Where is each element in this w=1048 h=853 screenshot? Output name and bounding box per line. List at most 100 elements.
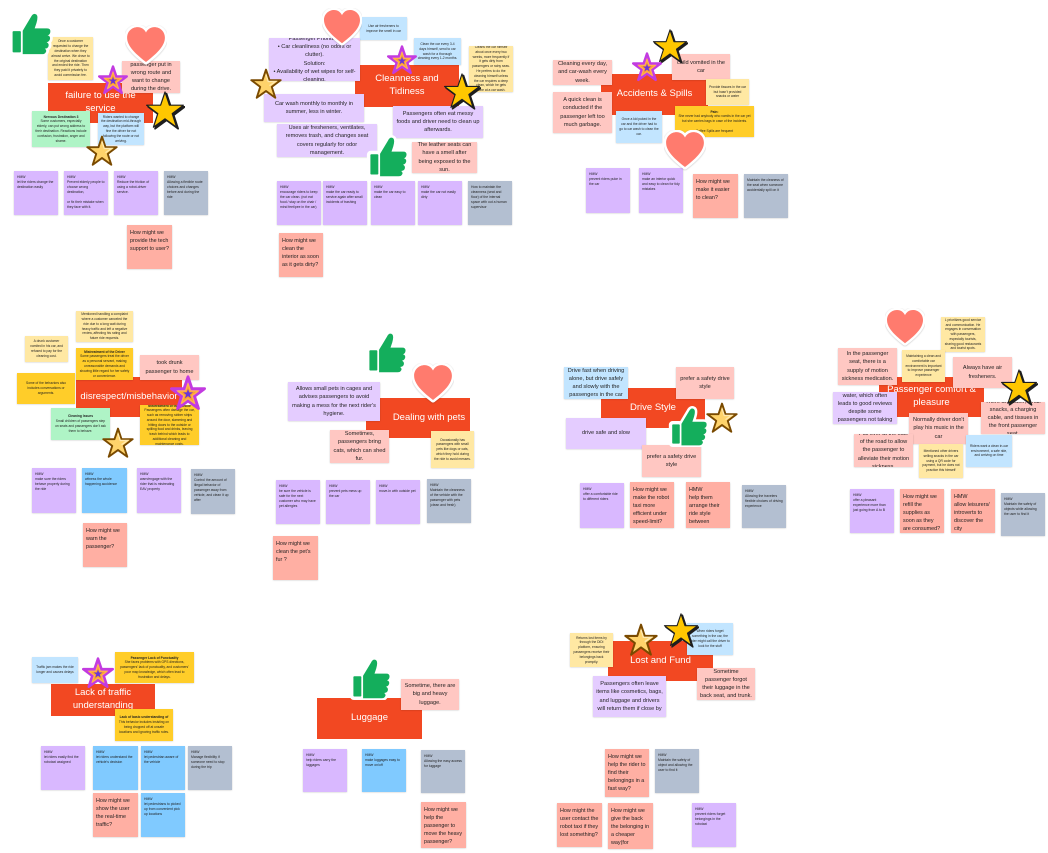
sticky-note[interactable]: Drive fast when driving alone, but drive… bbox=[564, 367, 628, 399]
hmw-sticky-note[interactable]: HMW make the car not easily dirty bbox=[418, 181, 462, 225]
sticky-note[interactable]: Cleaning every day, and car-wash every w… bbox=[553, 60, 612, 85]
sticky-note[interactable]: Uses air fresheners, ventilates, removes… bbox=[277, 124, 377, 157]
hmw-sticky-note[interactable]: HMW Manage flexibility if someone need t… bbox=[188, 746, 232, 790]
hmw-sticky-note[interactable]: How might we make it easier to clean? bbox=[693, 174, 738, 218]
sticky-note[interactable]: drive safe and slow bbox=[566, 418, 646, 449]
hmw-sticky-note[interactable]: HMW let the riders change the destinatio… bbox=[14, 171, 58, 215]
hmw-sticky-note[interactable]: HMW be sure the vehicle is safe for the … bbox=[276, 480, 320, 524]
sticky-note[interactable]: Offers free bottled water, which often l… bbox=[833, 392, 897, 424]
sticky-note[interactable]: The leather seats can have a smell after… bbox=[412, 142, 477, 173]
pale-star-icon[interactable] bbox=[250, 68, 282, 100]
gold-star-icon[interactable] bbox=[1000, 368, 1038, 406]
sticky-note[interactable]: Car wash monthly to monthly in summer, l… bbox=[264, 94, 364, 122]
sticky-note[interactable]: Use air fresheners to improve the smell … bbox=[360, 17, 407, 40]
sticky-note[interactable]: took drunk passenger to home bbox=[140, 355, 199, 380]
sticky-note[interactable]: Passengers often leave items like cosmet… bbox=[593, 676, 666, 717]
sticky-note[interactable]: Occasionally has passengers with small p… bbox=[431, 431, 474, 468]
heart-icon[interactable] bbox=[125, 25, 167, 67]
hmw-sticky-note[interactable]: HMW encourage riders to keep the car cle… bbox=[277, 181, 321, 225]
sticky-note[interactable]: Riders wanted to change the destination … bbox=[98, 113, 144, 145]
sticky-note[interactable]: Riders want a clean in-car environment, … bbox=[966, 435, 1012, 467]
hmw-sticky-note[interactable]: HMW make the car ready to service again … bbox=[323, 181, 367, 225]
sticky-note[interactable]: Returns lost items by through the DiDi p… bbox=[570, 633, 613, 667]
hmw-sticky-note[interactable]: How might we show the user the real-time… bbox=[93, 793, 138, 837]
sticky-note[interactable]: Sometimes, passengers bring cats, which … bbox=[330, 430, 389, 463]
heart-icon[interactable] bbox=[322, 8, 362, 48]
gold-star-icon[interactable] bbox=[663, 612, 699, 648]
hmw-sticky-note[interactable]: HMW Control the amount of illegal behavi… bbox=[191, 469, 235, 514]
hmw-sticky-note[interactable]: HMW prevent riders forget belongings in … bbox=[692, 803, 736, 847]
sticky-note[interactable]: Once a customer requested to change the … bbox=[48, 37, 93, 80]
hmw-sticky-note[interactable]: How might we help the rider to find thei… bbox=[605, 749, 649, 797]
hmw-sticky-note[interactable]: How might we refill the supplies as soon… bbox=[900, 489, 944, 533]
thumbs-up-icon[interactable] bbox=[366, 134, 410, 178]
sticky-note[interactable]: Sometime passenger forgot their luggage … bbox=[697, 668, 755, 700]
hmw-sticky-note[interactable]: HMW let pedestrian aware of the vehicle bbox=[141, 746, 185, 790]
hmw-sticky-note[interactable]: HMW Allowing the easy access for luggage bbox=[421, 750, 465, 793]
sticky-note[interactable]: Once a kid puked in the car and the driv… bbox=[616, 111, 662, 143]
hmw-sticky-note[interactable]: HMW let riders understand the vehicle's … bbox=[93, 746, 138, 790]
hmw-sticky-note[interactable]: How might we clean the interior as soon … bbox=[279, 233, 323, 277]
hmw-sticky-note[interactable]: HMW help riders carry the luggages bbox=[303, 749, 347, 792]
sticky-note[interactable]: Sometime, there are big and heavy luggag… bbox=[401, 679, 459, 710]
hmw-sticky-note[interactable]: HMW Maintain the safety of objects while… bbox=[1001, 493, 1045, 536]
purple-star-icon[interactable] bbox=[170, 375, 206, 411]
hmw-sticky-note[interactable]: HMW warn/engage with the rider that is m… bbox=[137, 468, 181, 513]
sticky-note[interactable]: Cleans the car himself about once every … bbox=[469, 46, 513, 92]
hmw-sticky-note[interactable]: HMW prevent riders puke in the car bbox=[586, 168, 630, 213]
sticky-note[interactable]: Allows small pets in cages and advises p… bbox=[288, 382, 380, 421]
pale-star-icon[interactable] bbox=[624, 623, 658, 657]
hmw-sticky-note[interactable]: HMW make the car easy to clean bbox=[371, 181, 415, 225]
cluster-title[interactable]: Cleanness and Tidiness bbox=[355, 65, 459, 107]
thumbs-up-icon[interactable] bbox=[349, 656, 393, 700]
sticky-note[interactable]: A drunk customer vomited in his car, and… bbox=[25, 336, 68, 362]
hmw-sticky-note[interactable]: HMW make luggages easy to move on/off bbox=[362, 749, 406, 792]
sticky-note[interactable]: There are water, small snacks, a chargin… bbox=[981, 402, 1045, 434]
sticky-note[interactable]: Traffic jam makes the ride longer and ca… bbox=[32, 657, 78, 683]
hmw-sticky-note[interactable]: HMW Allowing a flexible route choices an… bbox=[164, 171, 208, 215]
thumbs-up-icon[interactable] bbox=[668, 405, 710, 447]
sticky-note[interactable]: Some of the behaviors also includes conv… bbox=[17, 373, 75, 404]
gold-star-icon[interactable] bbox=[443, 72, 481, 110]
hmw-sticky-note[interactable]: HMW prevent pets mess up the car bbox=[326, 480, 370, 524]
pale-star-icon[interactable] bbox=[86, 135, 118, 167]
sticky-note[interactable]: When riders forget something in the car,… bbox=[687, 623, 733, 655]
hmw-sticky-note[interactable]: How to maintain the cleanness (seat and … bbox=[468, 181, 512, 225]
pale-star-icon[interactable] bbox=[102, 427, 134, 459]
hmw-sticky-note[interactable]: HMW Prevent elderly people to choose wro… bbox=[64, 171, 108, 215]
sticky-note[interactable]: Normally driver don't play his music in … bbox=[909, 413, 968, 444]
purple-star-icon[interactable] bbox=[98, 65, 128, 95]
hmw-sticky-note[interactable]: HMW let riders easily find the robotaxi … bbox=[41, 746, 85, 790]
heart-icon[interactable] bbox=[412, 363, 454, 405]
sticky-note[interactable]: In the passenger seat, there is a supply… bbox=[838, 348, 897, 385]
hmw-sticky-note[interactable]: How might the user contact the robot tax… bbox=[557, 803, 602, 847]
hmw-sticky-note[interactable]: HMW Maintain the safety of object and al… bbox=[655, 749, 699, 793]
hmw-sticky-note[interactable]: HMW witness the whole happening accidenc… bbox=[82, 468, 127, 513]
hmw-sticky-note[interactable]: HMW Allowing the travelers flexible choi… bbox=[742, 485, 786, 528]
hmw-sticky-note[interactable]: HMW make an interior quick and easy to c… bbox=[639, 168, 683, 213]
hmw-sticky-note[interactable]: HMW help them arrange their ride style b… bbox=[686, 482, 730, 528]
sticky-note[interactable]: L prioritizes good service and communica… bbox=[941, 317, 985, 352]
purple-star-icon[interactable] bbox=[82, 657, 114, 689]
hmw-sticky-note[interactable]: How might we make the robot taxi more ef… bbox=[630, 482, 674, 528]
hmw-sticky-note[interactable]: HMW make sure the riders behave properly… bbox=[32, 468, 76, 513]
sticky-note[interactable]: Mentioned other drivers selling snacks i… bbox=[919, 444, 963, 478]
sticky-note[interactable]: A quick clean is conducted if the passen… bbox=[553, 92, 612, 133]
hmw-sticky-note[interactable]: How might we give the back the belonging… bbox=[608, 803, 653, 849]
hmw-sticky-note[interactable]: How might we provide the tech support to… bbox=[127, 225, 172, 269]
sticky-note[interactable]: Pull over at the side of the road to all… bbox=[854, 434, 913, 467]
hmw-sticky-note[interactable]: Maintain the cleaness of the seat when s… bbox=[744, 174, 788, 218]
hmw-sticky-note[interactable]: HMW move-in with outside pet bbox=[376, 480, 420, 524]
sticky-note[interactable]: Maintaining a clean and comfortable car … bbox=[902, 350, 945, 382]
hmw-sticky-note[interactable]: HMW offer a pleasant experience more tha… bbox=[850, 489, 894, 533]
hmw-sticky-note[interactable]: How might we warn the passenger? bbox=[83, 523, 127, 567]
sticky-note[interactable]: prefer a safety drive style bbox=[642, 445, 701, 477]
hmw-sticky-note[interactable]: HMW offer a comfortable ride to differen… bbox=[580, 483, 624, 528]
